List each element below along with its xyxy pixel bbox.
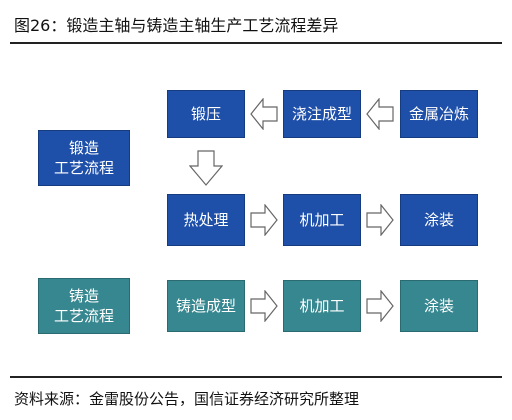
casting-category-label: 铸造 工艺流程: [38, 278, 130, 334]
right-arrow-icon: [366, 204, 394, 236]
figure-title: 图26：锻造主轴与铸造主轴生产工艺流程差异: [14, 16, 339, 35]
forging-step-forge-press: 锻压: [167, 90, 245, 138]
casting-step-coating: 涂装: [400, 280, 478, 332]
left-arrow-icon: [366, 98, 394, 130]
forging-step-heat-treatment: 热处理: [167, 194, 245, 246]
down-arrow-icon: [189, 150, 223, 186]
forging-step-coating: 涂装: [400, 194, 478, 246]
right-arrow-icon: [366, 290, 394, 322]
forging-category-label: 锻造 工艺流程: [38, 130, 130, 186]
bottom-divider: [10, 376, 502, 378]
casting-step-cast-forming: 铸造成型: [167, 280, 245, 332]
top-divider: [10, 42, 502, 44]
forging-step-machining: 机加工: [283, 194, 361, 246]
figure-source: 资料来源：金雷股份公告，国信证券经济研究所整理: [14, 390, 360, 408]
right-arrow-icon: [250, 204, 278, 236]
forging-step-metal-smelting: 金属冶炼: [400, 90, 478, 138]
left-arrow-icon: [250, 98, 278, 130]
casting-step-machining: 机加工: [283, 280, 361, 332]
forging-step-casting-forming: 浇注成型: [283, 90, 361, 138]
right-arrow-icon: [250, 290, 278, 322]
